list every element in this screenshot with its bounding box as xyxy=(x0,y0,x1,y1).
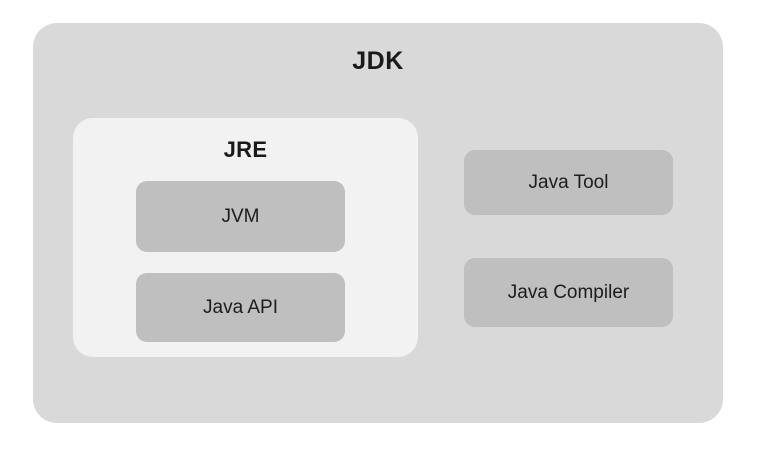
jre-title-label: JRE xyxy=(223,137,268,162)
java-api-label: Java API xyxy=(203,296,278,318)
java-tool-box: Java Tool xyxy=(464,150,673,215)
jdk-title-label: JDK xyxy=(352,47,404,75)
java-tool-label: Java Tool xyxy=(528,171,609,193)
jdk-container: JDK JRE JVM Java API Java Tool Java Comp… xyxy=(33,23,723,423)
java-compiler-box: Java Compiler xyxy=(464,258,673,327)
jvm-box: JVM xyxy=(136,181,345,252)
java-api-box: Java API xyxy=(136,273,345,342)
jre-container: JRE JVM Java API xyxy=(73,118,418,357)
java-compiler-label: Java Compiler xyxy=(507,281,630,303)
jvm-label: JVM xyxy=(221,205,260,227)
